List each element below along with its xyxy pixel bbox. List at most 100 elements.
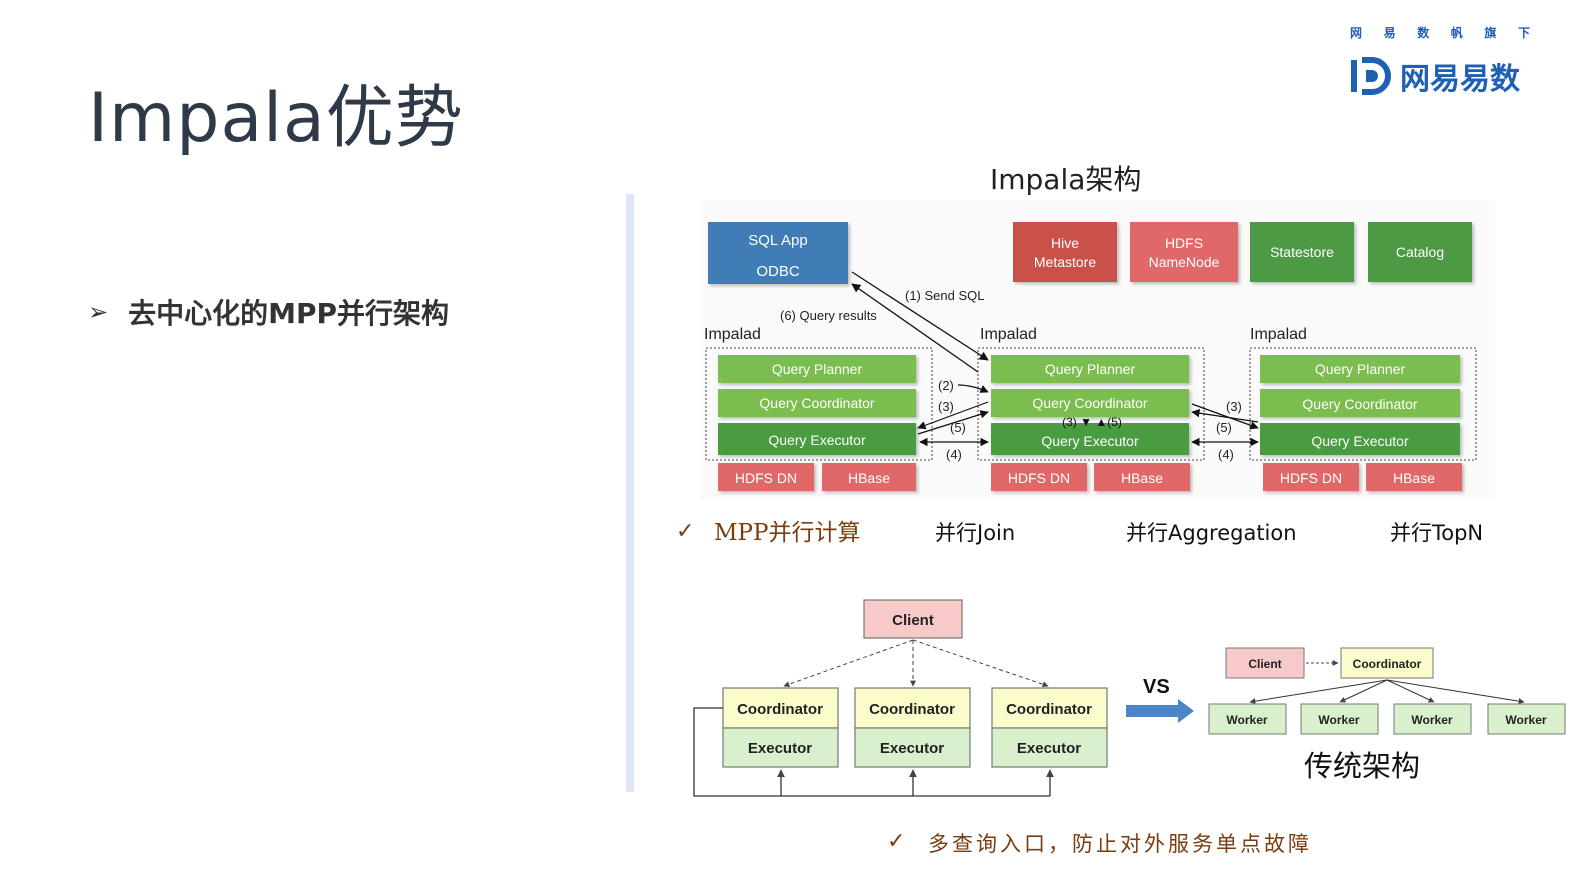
brand-tagline: 网 易 数 帆 旗 下: [1350, 24, 1530, 41]
step2-label: (2): [938, 378, 954, 393]
client-label: Client: [892, 612, 934, 629]
hdfs-dn-label: HDFS DN: [1008, 470, 1070, 486]
client-label: Client: [1248, 657, 1281, 671]
namenode-label: NameNode: [1149, 254, 1220, 270]
brand-logo-icon: [1351, 57, 1391, 95]
coordinator-executor-node: Coordinator Executor: [854, 687, 971, 768]
parallel-row: ✓ MPP并行计算 并行Join 并行Aggregation 并行TopN: [676, 518, 1483, 546]
bullet-item: ➢ 去中心化的MPP并行架构: [88, 292, 449, 332]
executor-label: Executor: [1017, 740, 1081, 757]
query-coordinator-block: [991, 389, 1189, 417]
step3-arrow: [1191, 403, 1259, 430]
send-sql-arrow: [851, 271, 989, 361]
footnote-text: 多查询入口，防止对外服务单点故障: [928, 832, 1312, 856]
query-planner-block: [991, 355, 1189, 383]
hdfs-dn-block: [991, 463, 1087, 491]
left-center-connectors: (2) (3) (5) (4): [917, 378, 989, 462]
hdfs-dn-block: [1263, 463, 1359, 491]
brand-tagline-char: 数: [1417, 26, 1430, 40]
brand-tagline-char: 帆: [1450, 26, 1463, 40]
catalog-label: Catalog: [1396, 244, 1444, 260]
coordinator-label: Coordinator: [1353, 657, 1422, 671]
hdfs-dn-block: [718, 463, 814, 491]
worker-arrow: [1339, 679, 1388, 703]
query-coordinator-block: [1260, 389, 1460, 417]
parallel-join-label: 并行Join: [935, 521, 1015, 545]
hdfs-dn-label: HDFS DN: [1280, 470, 1342, 486]
worker-arrow: [1249, 679, 1388, 705]
query-planner-block: [1260, 355, 1460, 383]
step5-arrow: [917, 410, 989, 435]
worker-box: [1300, 703, 1379, 735]
brand-tagline-char: 旗: [1484, 26, 1497, 40]
brand-tagline-char: 网: [1350, 26, 1363, 40]
query-executor-block: [1260, 423, 1460, 455]
brand-logo: 网易易数: [1350, 54, 1520, 98]
check-icon: ✓: [676, 518, 694, 543]
query-planner-label: Query Planner: [1045, 361, 1136, 377]
decentralized-diagram: Client Coordinator Executor Coordinator …: [693, 599, 1108, 797]
impalad-label: Impalad: [1250, 326, 1307, 343]
step4-label: (4): [1218, 447, 1234, 462]
coordinator-label: Coordinator: [737, 701, 823, 718]
client-dashed-arrow: [912, 639, 1049, 688]
center-right-connectors: (3) (5) (4): [1191, 399, 1259, 462]
statestore-box: Statestore: [1250, 222, 1354, 282]
architecture-title: Impala架构: [990, 163, 1142, 196]
impalad-label: Impalad: [704, 326, 761, 343]
coordinator-label: Coordinator: [869, 701, 955, 718]
hdfs-namenode-box: HDFS NameNode: [1130, 222, 1238, 282]
worker-box: [1487, 703, 1566, 735]
hdfs-dn-label: HDFS DN: [735, 470, 797, 486]
hbase-label: HBase: [848, 470, 890, 486]
worker-box: [1393, 703, 1472, 735]
step3-label: (3): [1226, 399, 1242, 414]
query-planner-block: [718, 355, 916, 383]
hbase-label: HBase: [1121, 470, 1163, 486]
sql-app-label: SQL App: [748, 232, 808, 249]
brand-name: 网易易数: [1400, 62, 1520, 97]
query-coordinator-label: Query Coordinator: [1032, 395, 1148, 411]
coordinator-executor-node: Coordinator Executor: [722, 687, 839, 768]
query-coordinator-label: Query Coordinator: [1302, 396, 1418, 412]
coordinator-executor-node: Coordinator Executor: [991, 687, 1108, 768]
query-executor-block: [718, 423, 916, 455]
hbase-block: [1094, 463, 1190, 491]
statestore-label: Statestore: [1270, 244, 1334, 260]
impalad-node-right: Impalad Query Planner Query Coordinator …: [1249, 326, 1477, 491]
step3-label: (3): [938, 399, 954, 414]
feedback-loop-line: [693, 707, 1050, 797]
hive-label: Hive: [1051, 235, 1079, 251]
traditional-architecture-label: 传统架构: [1304, 749, 1420, 783]
send-sql-label: (1) Send SQL: [905, 288, 985, 303]
hive-metastore-box: Hive Metastore: [1013, 222, 1117, 282]
worker-arrow: [1386, 679, 1435, 703]
query-coordinator-block: [718, 389, 916, 417]
query-planner-label: Query Planner: [1315, 361, 1406, 377]
sql-app-box: SQL App ODBC: [708, 222, 848, 284]
mpp-parallel-label: MPP并行计算: [714, 520, 861, 546]
query-executor-label: Query Executor: [1311, 433, 1409, 449]
hdfs-label: HDFS: [1165, 235, 1203, 251]
query-coordinator-label: Query Coordinator: [759, 395, 875, 411]
query-executor-block: [991, 423, 1189, 455]
client-box: [863, 599, 963, 639]
impalad-node-left: Impalad Query Planner Query Coordinator …: [704, 326, 933, 491]
client-dashed-arrow: [783, 639, 914, 688]
coordinator-label: Coordinator: [1006, 701, 1092, 718]
query-results-arrow: [851, 283, 979, 373]
metastore-label: Metastore: [1034, 254, 1096, 270]
vertical-divider: [626, 194, 634, 792]
brand-tagline-char: 易: [1383, 26, 1396, 40]
hbase-label: HBase: [1393, 470, 1435, 486]
hbase-block: [1366, 463, 1462, 491]
executor-label: Executor: [880, 740, 944, 757]
executor-label: Executor: [748, 740, 812, 757]
inner-step-labels: (3) ▼ ▲(5): [1062, 415, 1122, 429]
step5-label: (5): [950, 420, 966, 435]
step5-arrow: [1191, 408, 1259, 423]
step5-label: (5): [1216, 420, 1232, 435]
parallel-aggregation-label: 并行Aggregation: [1126, 521, 1297, 545]
